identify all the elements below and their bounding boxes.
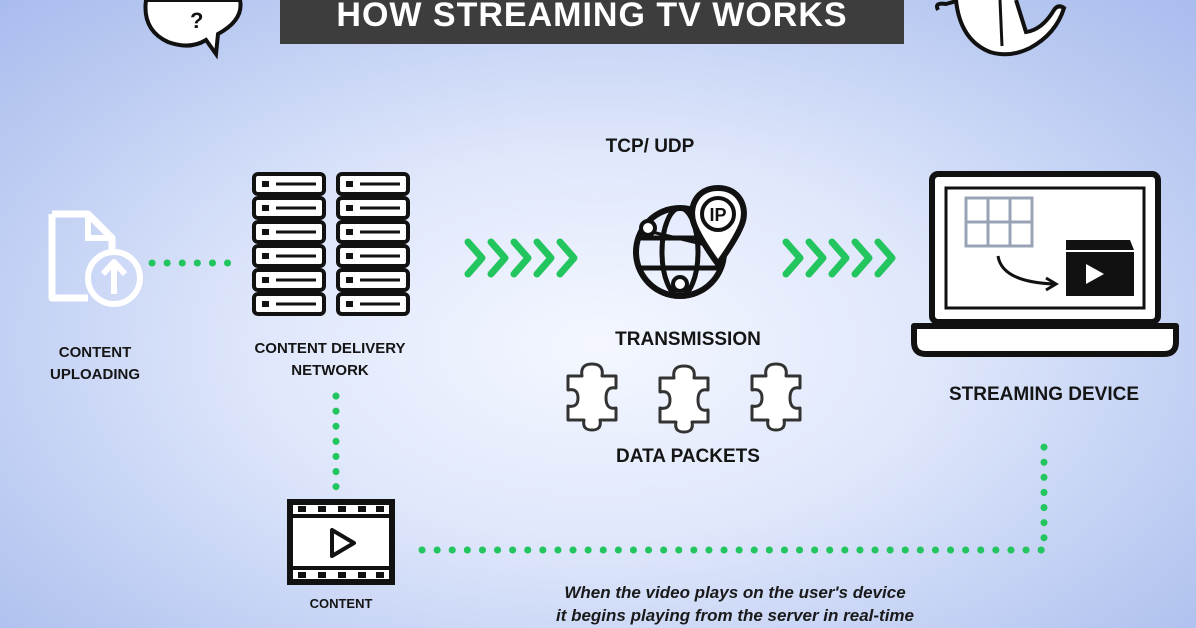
person-character-icon	[935, 0, 1067, 57]
svg-text:?: ?	[190, 8, 203, 33]
question-character-icon: ?	[143, 0, 243, 60]
connector-cdn-to-content	[332, 392, 340, 492]
data-packets-label: DATA PACKETS	[616, 446, 760, 467]
page-title: HOW STREAMING TV WORKS	[280, 0, 904, 44]
content-uploading-label: CONTENT UPLOADING	[50, 344, 140, 383]
caption: When the video plays on the user's devic…	[555, 583, 915, 625]
globe-ip-icon: IP	[633, 185, 747, 299]
chevron-arrows-icon	[782, 238, 896, 278]
puzzle-pieces-icon	[566, 362, 802, 434]
video-play-icon	[287, 499, 395, 585]
connector-content-to-device	[418, 434, 1048, 554]
server-rack-icon	[252, 172, 410, 316]
upload-file-icon	[48, 210, 143, 307]
protocol-label: TCP/ UDP	[605, 136, 695, 157]
content-label: CONTENT	[309, 596, 373, 611]
transmission-label: TRANSMISSION	[615, 329, 761, 350]
ip-badge-text: IP	[709, 205, 726, 225]
laptop-icon	[911, 171, 1179, 357]
connector-upload-to-cdn	[148, 259, 244, 267]
chevron-arrows-icon	[464, 238, 578, 278]
cdn-label: CONTENT DELIVERY NETWORK	[254, 340, 406, 379]
streaming-device-label: STREAMING DEVICE	[948, 384, 1140, 405]
